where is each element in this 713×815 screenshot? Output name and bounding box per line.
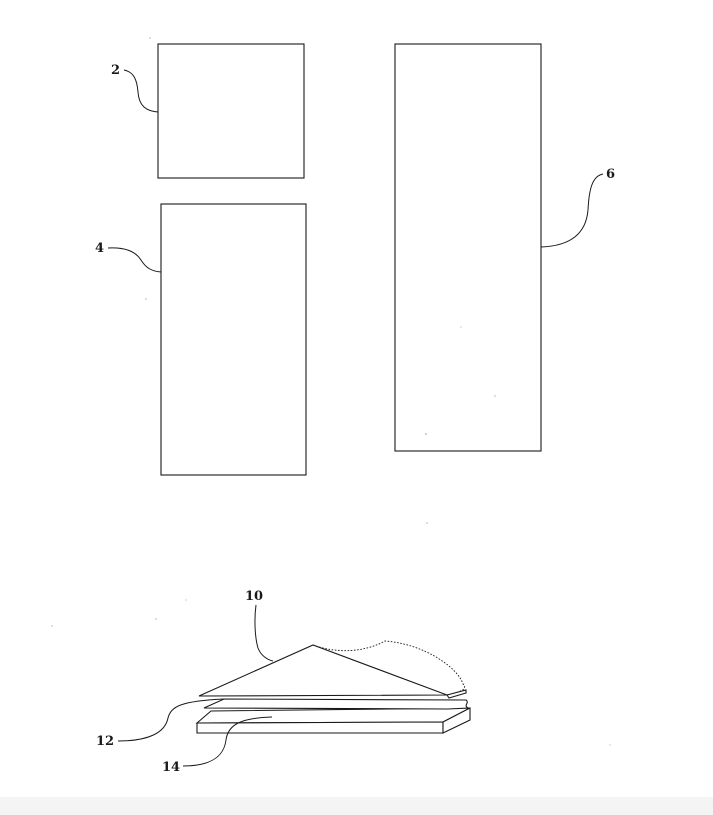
leader-line-14 — [182, 716, 273, 767]
ref-label-6: 6 — [606, 167, 615, 182]
panel-4 — [160, 203, 307, 476]
sheet-10-broken-edge — [312, 640, 466, 696]
panel-6 — [394, 43, 542, 452]
slab-14-front-face — [196, 721, 444, 734]
slab-14-side-face — [442, 707, 471, 734]
sheet-12 — [203, 698, 470, 710]
leader-line-10 — [254, 604, 274, 662]
ref-label-14: 14 — [162, 760, 180, 775]
panel-2 — [157, 43, 305, 179]
ref-label-12: 12 — [96, 734, 114, 749]
sheet-10-edge-connector — [446, 689, 467, 699]
leader-line-4 — [107, 247, 162, 273]
sheet-10 — [198, 644, 448, 697]
ref-label-10: 10 — [245, 589, 263, 604]
leader-line-6 — [540, 173, 604, 248]
bottom-strip — [0, 797, 713, 815]
leader-line-2 — [123, 69, 159, 113]
ref-label-4: 4 — [95, 241, 104, 256]
leader-line-12 — [117, 698, 225, 742]
slab-14-top-face — [195, 707, 471, 724]
scan-specks — [51, 37, 611, 746]
ref-label-2: 2 — [111, 63, 120, 78]
slab-14 — [195, 707, 471, 734]
